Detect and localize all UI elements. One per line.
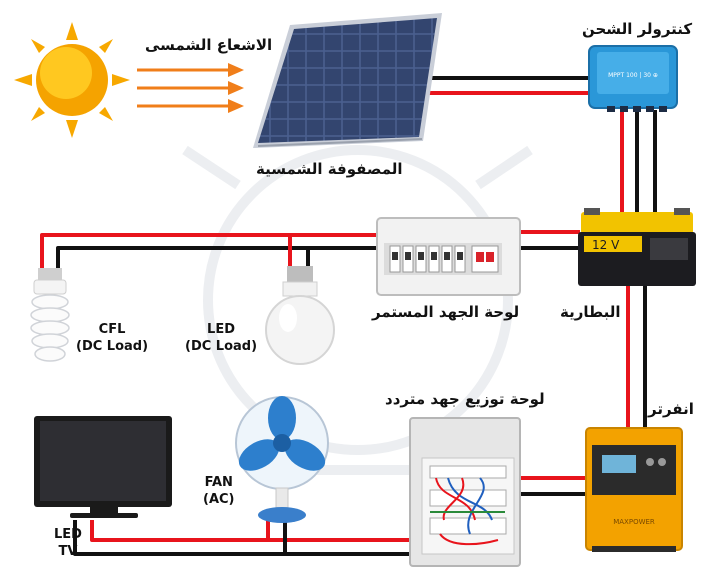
radiation-arrows [137, 63, 244, 113]
battery-label: البطارية [560, 303, 621, 321]
solar-radiation-label: الاشعاع الشمسى [145, 36, 273, 54]
charge-controller-icon: MPPT 100 | 30 ⊕ [588, 45, 678, 112]
battery-icon: 12 V [578, 208, 696, 286]
controller-model-text: MPPT 100 | 30 ⊕ [608, 72, 658, 79]
sun-icon [14, 22, 130, 138]
cfl-lamp-icon [30, 268, 70, 362]
solar-panel-icon [253, 13, 442, 148]
led-bulb-icon [265, 266, 335, 365]
battery-voltage-text: 12 V [592, 238, 620, 252]
led-tv-icon [34, 416, 172, 518]
fan-icon [235, 396, 329, 523]
ac-panel-icon [409, 417, 521, 567]
dc-panel-label: لوحة الجهد المستمر [372, 303, 520, 321]
charge-controller-label: كنترولر الشحن [582, 20, 693, 38]
cfl-label: CFL (DC Load) [76, 322, 149, 354]
dc-panel-icon [376, 217, 521, 296]
inverter-label: انفرتر [648, 400, 694, 418]
dc-wiring [40, 76, 657, 556]
ac-panel-label: لوحة توزيع جهد متردد [385, 390, 545, 408]
solar-array-label: المصفوفة الشمسية [256, 160, 403, 178]
fan-label: FAN (AC) [203, 475, 235, 507]
inverter-icon: MAXPOWER [585, 427, 683, 552]
inverter-brand-text: MAXPOWER [613, 518, 655, 526]
led-bulb-label: LED (DC Load) [185, 322, 258, 354]
tv-label: LED TV [54, 527, 82, 559]
